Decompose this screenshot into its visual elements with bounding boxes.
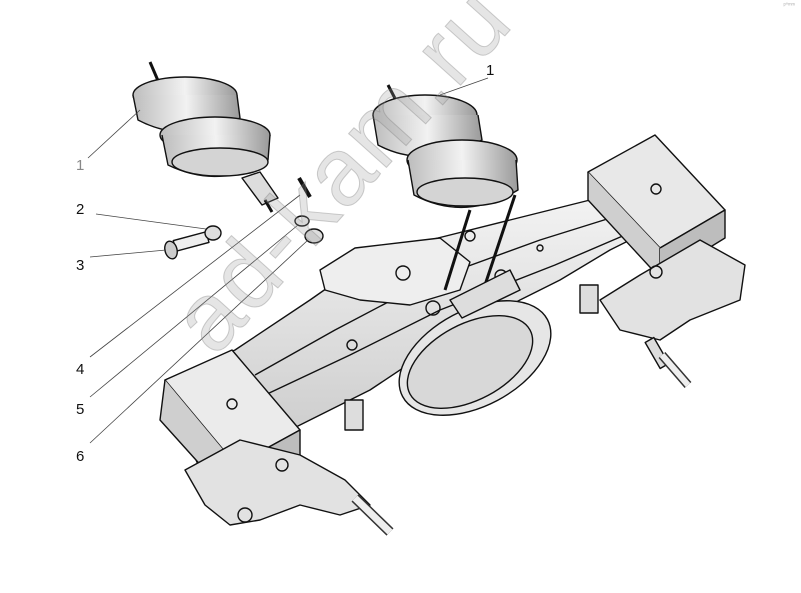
callout-4: 4 — [76, 361, 85, 378]
callout-3: 3 — [76, 257, 85, 274]
right-spring-pad — [587, 134, 746, 388]
callout-1-right: 1 — [486, 62, 495, 79]
callout-5: 5 — [76, 401, 85, 418]
washer-item-5 — [294, 215, 310, 227]
nut-item-6 — [304, 228, 324, 244]
pin-item-3 — [164, 231, 210, 260]
axle-housing — [164, 189, 651, 471]
left-air-bellows — [132, 61, 279, 213]
corner-mark: ᵖ°ᵐᵐ — [783, 3, 795, 9]
leader-lines — [87, 77, 489, 444]
washer-item-2 — [204, 225, 222, 241]
callout-2: 2 — [76, 201, 85, 218]
callout-1-left: 1 — [76, 157, 85, 174]
cotter-pin-item-4 — [297, 176, 312, 199]
right-air-bellows — [372, 84, 519, 209]
bellows-bracket — [319, 194, 521, 319]
left-spring-pad — [159, 284, 599, 536]
callout-6: 6 — [76, 448, 85, 465]
